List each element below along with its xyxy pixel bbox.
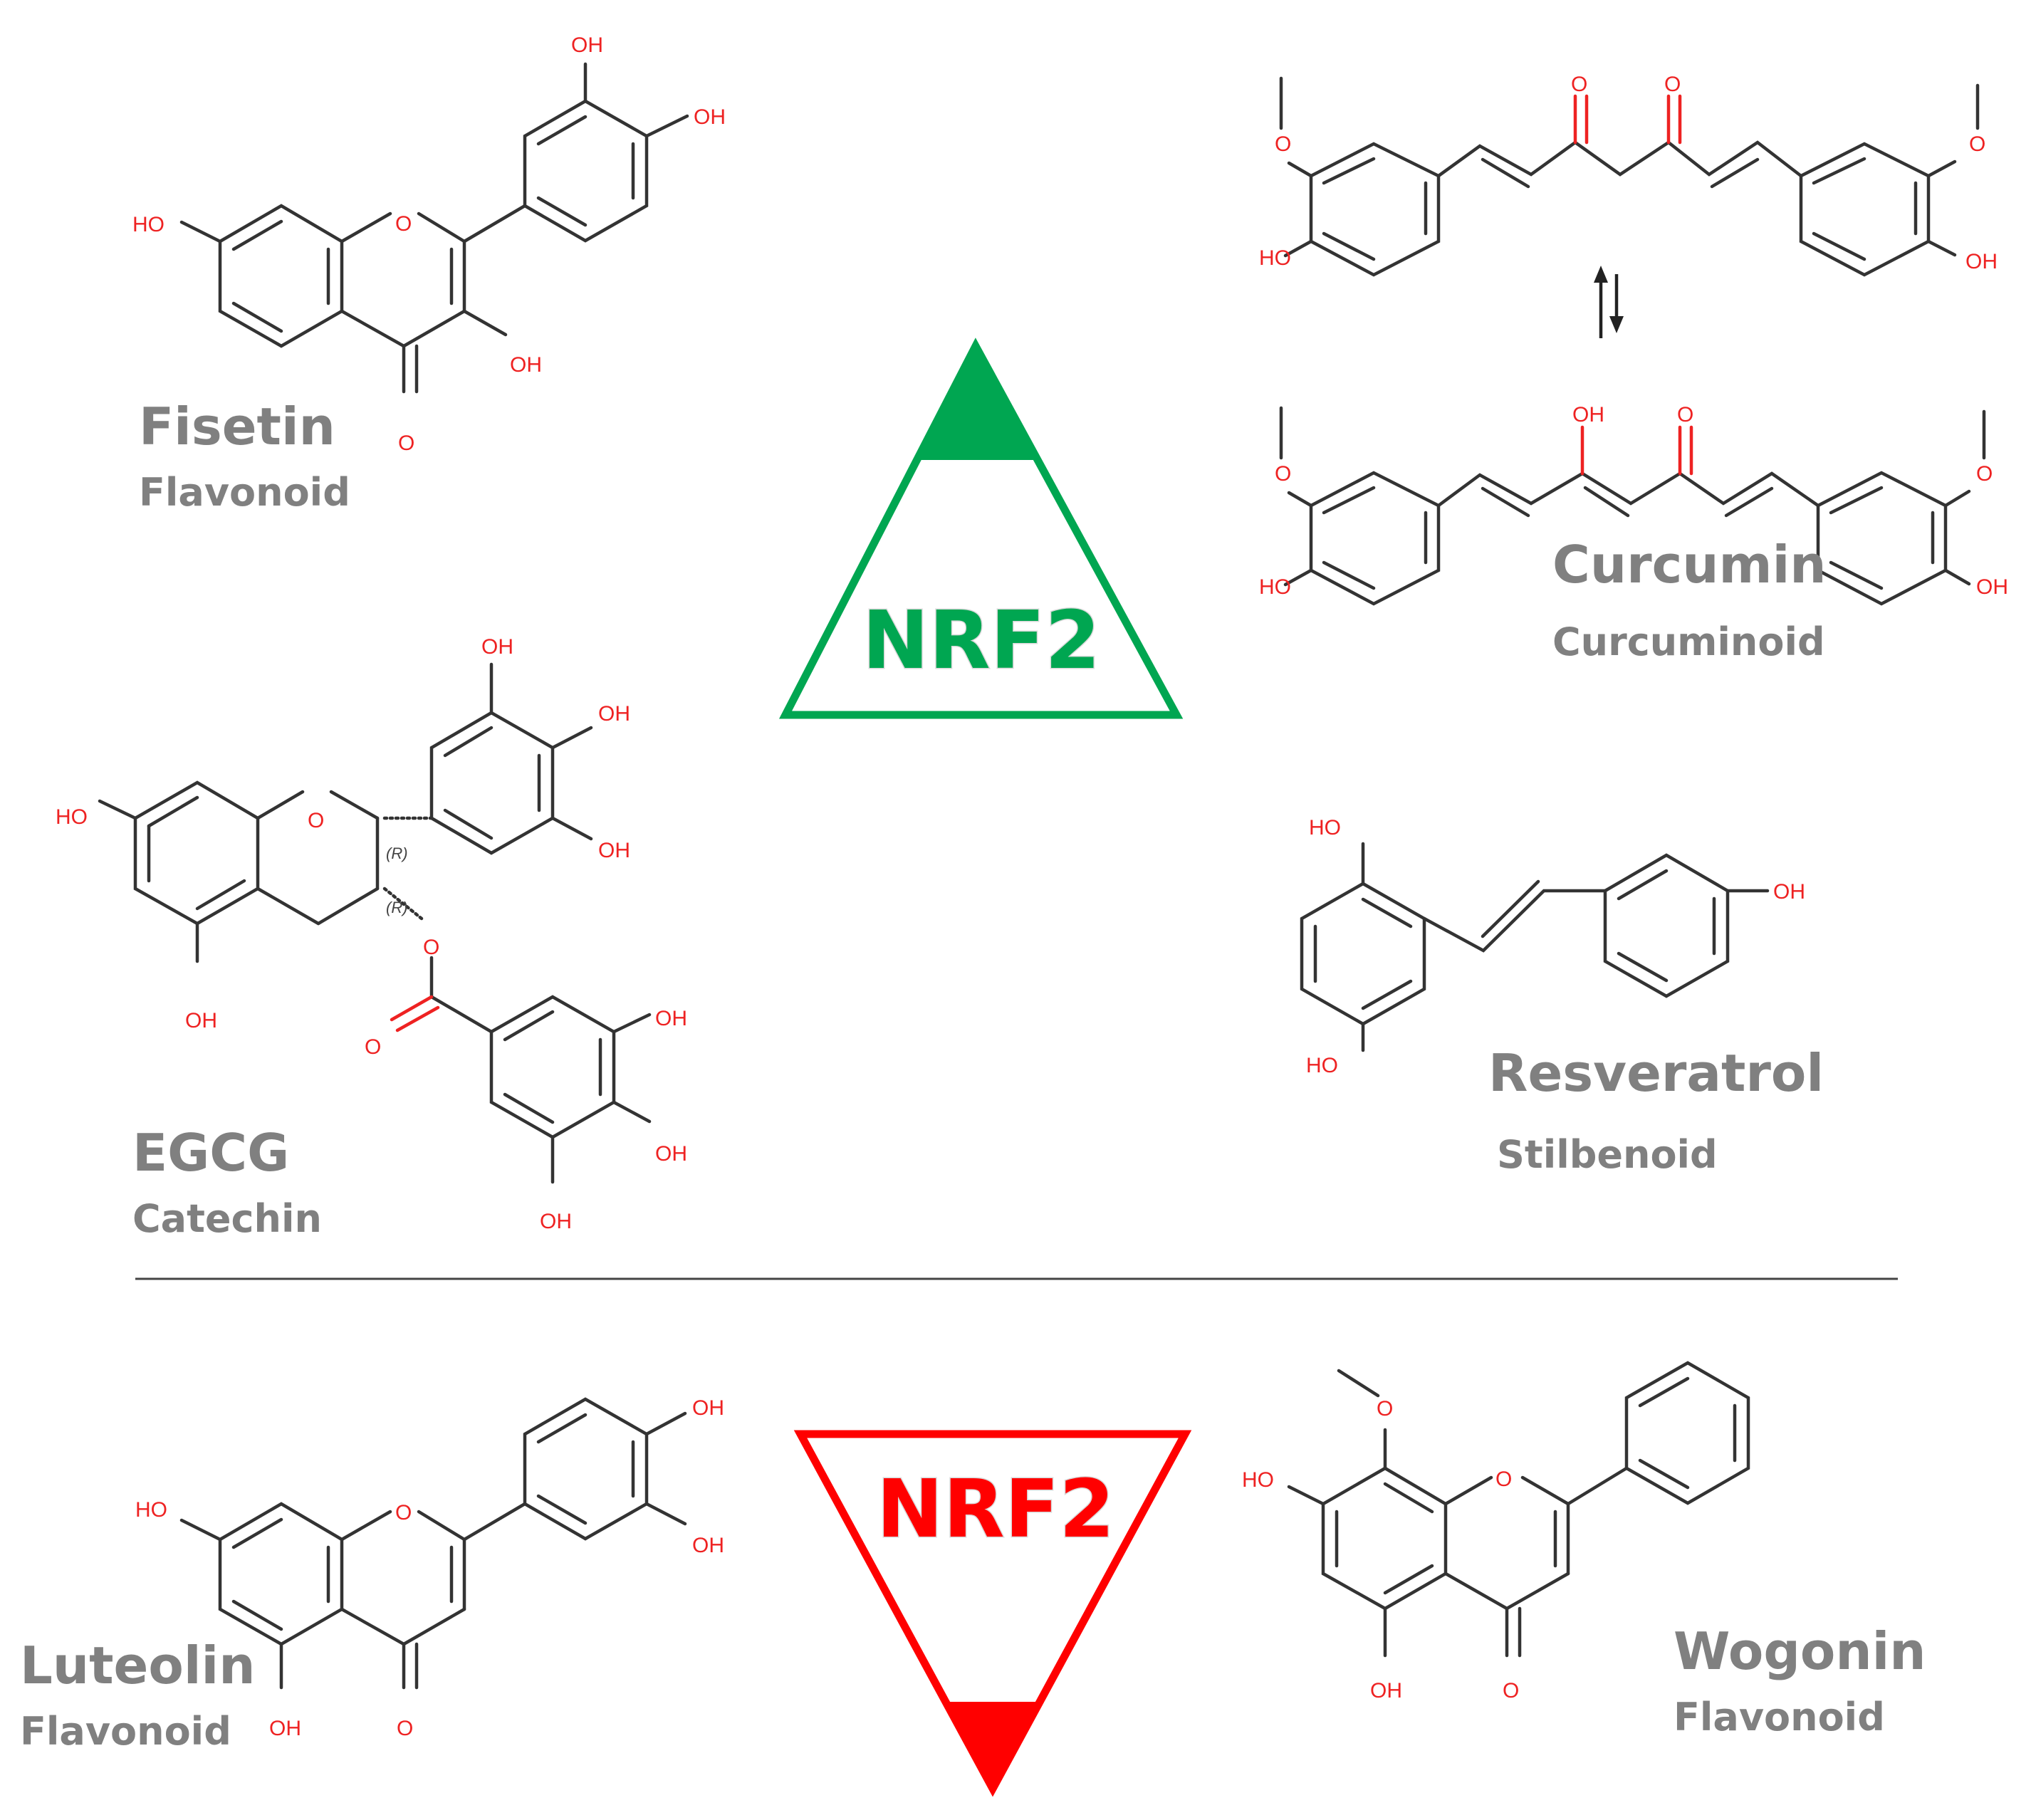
atom-oh: OH bbox=[481, 635, 513, 659]
atom-ho: HO bbox=[132, 213, 165, 236]
atom-oh: OH bbox=[598, 702, 630, 726]
atom-ho: HO bbox=[1259, 575, 1291, 599]
compound-class: Flavonoid bbox=[20, 1709, 231, 1754]
compound-class: Flavonoid bbox=[1674, 1695, 1885, 1740]
atom-o: O bbox=[397, 1717, 413, 1740]
resveratrol-structure: HO HO OH bbox=[1300, 816, 1805, 1077]
atom-oh: OH bbox=[694, 105, 726, 129]
atom-ho: HO bbox=[1242, 1468, 1274, 1492]
atom-oh: OH bbox=[692, 1396, 724, 1420]
atom-oh: OH bbox=[540, 1210, 572, 1233]
fisetin-structure: O HO O OH OH OH bbox=[132, 33, 726, 455]
atom-ho: HO bbox=[1306, 1054, 1338, 1077]
nrf2-up-label: NRF2 bbox=[862, 595, 1100, 687]
atom-oh: OH bbox=[598, 839, 630, 862]
compound-name: Fisetin bbox=[139, 397, 335, 456]
atom-o: O bbox=[1677, 403, 1693, 427]
atom-o: O bbox=[398, 432, 414, 455]
stereo-label: (R) bbox=[386, 844, 408, 862]
nrf2-down-label: NRF2 bbox=[877, 1463, 1114, 1556]
atom-oh: OH bbox=[692, 1534, 724, 1557]
atom-o: O bbox=[395, 1501, 412, 1524]
atom-oh: OH bbox=[1773, 880, 1805, 904]
compound-name: EGCG bbox=[132, 1123, 289, 1183]
atom-oh: OH bbox=[1976, 575, 2008, 599]
compound-name: Resveratrol bbox=[1488, 1043, 1824, 1103]
atom-o: O bbox=[1495, 1468, 1512, 1491]
atom-o: O bbox=[1664, 73, 1681, 96]
atom-oh: OH bbox=[1370, 1679, 1402, 1703]
luteolin-structure: O HO O OH OH OH bbox=[135, 1396, 724, 1740]
atom-ho: HO bbox=[1259, 246, 1291, 270]
compound-class: Curcuminoid bbox=[1552, 619, 1825, 664]
atom-oh: OH bbox=[185, 1009, 217, 1032]
atom-ho: HO bbox=[1309, 816, 1341, 840]
atom-o: O bbox=[1503, 1679, 1519, 1703]
stereo-label: (R) bbox=[386, 899, 408, 916]
atom-o: O bbox=[1571, 73, 1587, 96]
atom-o: O bbox=[1377, 1397, 1393, 1421]
up-arrow-icon bbox=[913, 346, 1038, 460]
equilibrium-arrows-icon bbox=[1594, 266, 1624, 338]
atom-o: O bbox=[1976, 462, 1993, 486]
nrf2-activation-indicator: NRF2 bbox=[778, 338, 1184, 719]
atom-oh: OH bbox=[1572, 403, 1604, 427]
wogonin-structure: O O HO O OH bbox=[1242, 1361, 1750, 1703]
atom-oh: OH bbox=[571, 33, 603, 57]
atom-oh: OH bbox=[655, 1142, 687, 1166]
atom-ho: HO bbox=[56, 805, 88, 829]
compound-class: Flavonoid bbox=[139, 470, 350, 515]
nrf2-inhibition-indicator: NRF2 bbox=[793, 1430, 1192, 1797]
atom-o: O bbox=[395, 212, 412, 236]
atom-o: O bbox=[1275, 462, 1291, 486]
atom-ho: HO bbox=[135, 1498, 167, 1522]
curcumin-diketo-structure: O HO O O O OH bbox=[1259, 73, 1998, 277]
atom-oh: OH bbox=[655, 1007, 687, 1030]
atom-o: O bbox=[1969, 132, 1985, 156]
atom-oh: OH bbox=[510, 353, 542, 377]
atom-o: O bbox=[308, 809, 324, 832]
down-arrow-icon bbox=[944, 1702, 1042, 1789]
compound-name: Curcumin bbox=[1552, 535, 1827, 595]
atom-oh: OH bbox=[1965, 250, 1998, 273]
atom-o: O bbox=[423, 936, 439, 959]
compound-class: Catechin bbox=[132, 1196, 322, 1241]
atom-o: O bbox=[365, 1035, 381, 1059]
atom-oh: OH bbox=[269, 1717, 301, 1740]
compound-name: Luteolin bbox=[20, 1636, 255, 1695]
egcg-structure: O HO OH OH OH OH O O OH OH OH (R) (R) bbox=[56, 635, 687, 1233]
compound-name: Wogonin bbox=[1674, 1621, 1926, 1681]
atom-o: O bbox=[1275, 132, 1291, 156]
curcumin-enol-structure: O HO OH O O OH bbox=[1259, 403, 2008, 606]
compound-class: Stilbenoid bbox=[1497, 1132, 1718, 1177]
